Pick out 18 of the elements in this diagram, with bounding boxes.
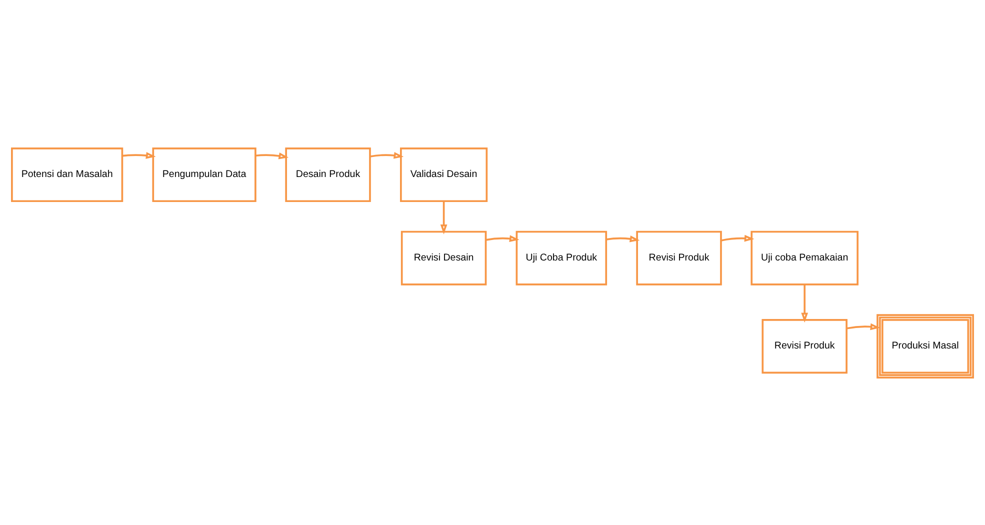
arrow (721, 234, 754, 242)
node-box: Desain Produk (285, 147, 371, 202)
node-box: Revisi Produk (762, 318, 848, 374)
arrow (370, 151, 404, 158)
arrow (122, 152, 156, 158)
arrow (606, 234, 640, 242)
node-box: Uji coba Pemakaian (750, 230, 858, 285)
node-box: Revisi Desain (400, 230, 487, 285)
arrow (255, 152, 289, 159)
node-box: Validasi Desain (400, 147, 488, 202)
node-box: Revisi Produk (636, 230, 722, 285)
arrow (846, 322, 880, 330)
node-box: Uji Coba Produk (516, 230, 608, 285)
arrow (440, 200, 448, 234)
arrow (486, 234, 520, 242)
arrow (801, 284, 808, 322)
node-box: Potensi dan Masalah (11, 147, 124, 202)
node-box: Pengumpulan Data (152, 147, 256, 202)
